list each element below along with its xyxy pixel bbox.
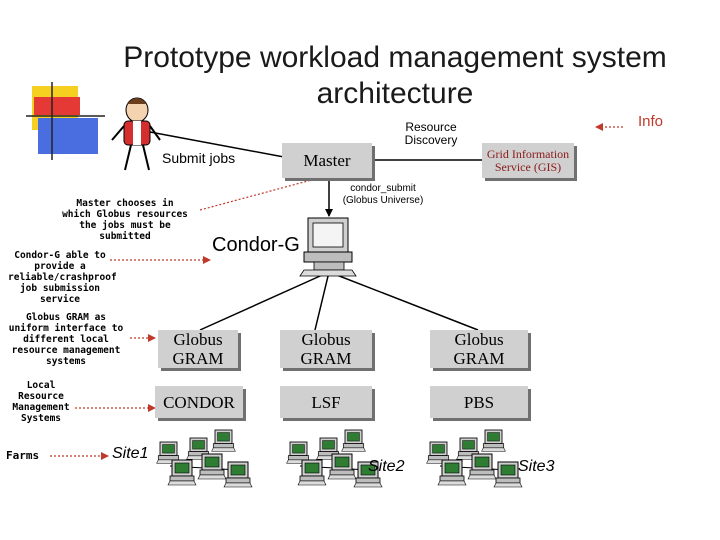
globus-gram-label-1: Globus GRAM [172, 330, 224, 368]
farm-computer-icon [327, 453, 357, 480]
local-rms-note: Local Resource Management Systems [12, 380, 70, 424]
master-box: Master [282, 143, 372, 178]
farm-computer-icon [167, 459, 197, 486]
farm-computer-icon [211, 429, 236, 452]
pbs-box: PBS [430, 386, 528, 418]
farm-computer-icon [437, 459, 467, 486]
tree-lines [149, 131, 482, 331]
condor-label: CONDOR [163, 392, 235, 412]
site3-label: Site3 [518, 458, 555, 475]
globus-gram-label-2: Globus GRAM [300, 330, 352, 368]
farm-computer-icon [493, 461, 523, 488]
gis-label: Grid Information Service (GIS) [486, 146, 570, 174]
dotted-arrows [50, 123, 623, 460]
farm-computer-icon [197, 453, 227, 480]
globus-gram-box-3: Globus GRAM [430, 330, 528, 368]
gis-box: Grid Information Service (GIS) [482, 143, 574, 178]
globus-gram-box-1: Globus GRAM [158, 330, 238, 368]
person-icon [111, 97, 161, 171]
farms-note: Farms [6, 449, 40, 462]
condor-g-note: Condor-G able to provide a reliable/cras… [8, 250, 117, 305]
site2-label: Site2 [368, 458, 405, 475]
farm-computer-icon [223, 461, 253, 488]
condor-box: CONDOR [155, 386, 243, 418]
resource-discovery-label: Resource Discovery [404, 120, 458, 147]
pbs-label: PBS [463, 392, 495, 412]
decorative-squares [26, 82, 105, 160]
farm-computer-icon [297, 459, 327, 486]
farm-computer-icon [481, 429, 506, 452]
farm-computer-icon [467, 453, 497, 480]
condor-g-computer-icon [299, 217, 357, 277]
farm-computer-icon [341, 429, 366, 452]
info-link[interactable]: Info [638, 113, 664, 130]
master-label: Master [303, 151, 351, 170]
lsf-box: LSF [280, 386, 372, 418]
globus-gram-label-3: Globus GRAM [453, 330, 505, 368]
condor-g-label: Condor-G [212, 234, 300, 256]
globus-gram-box-2: Globus GRAM [280, 330, 372, 368]
lsf-label: LSF [311, 392, 341, 412]
master-chooses-note: Master chooses in which Globus resources… [62, 198, 188, 242]
page-title: Prototype workload management system arc… [123, 41, 667, 110]
condor-submit-label: condor_submit (Globus Universe) [342, 183, 424, 206]
farm-computer-icon [353, 461, 383, 488]
site1-label: Site1 [112, 445, 149, 462]
gram-uniform-note: Globus GRAM as uniform interface to diff… [8, 312, 124, 367]
farm-clusters [156, 429, 523, 488]
submit-jobs-label: Submit jobs [162, 150, 236, 166]
